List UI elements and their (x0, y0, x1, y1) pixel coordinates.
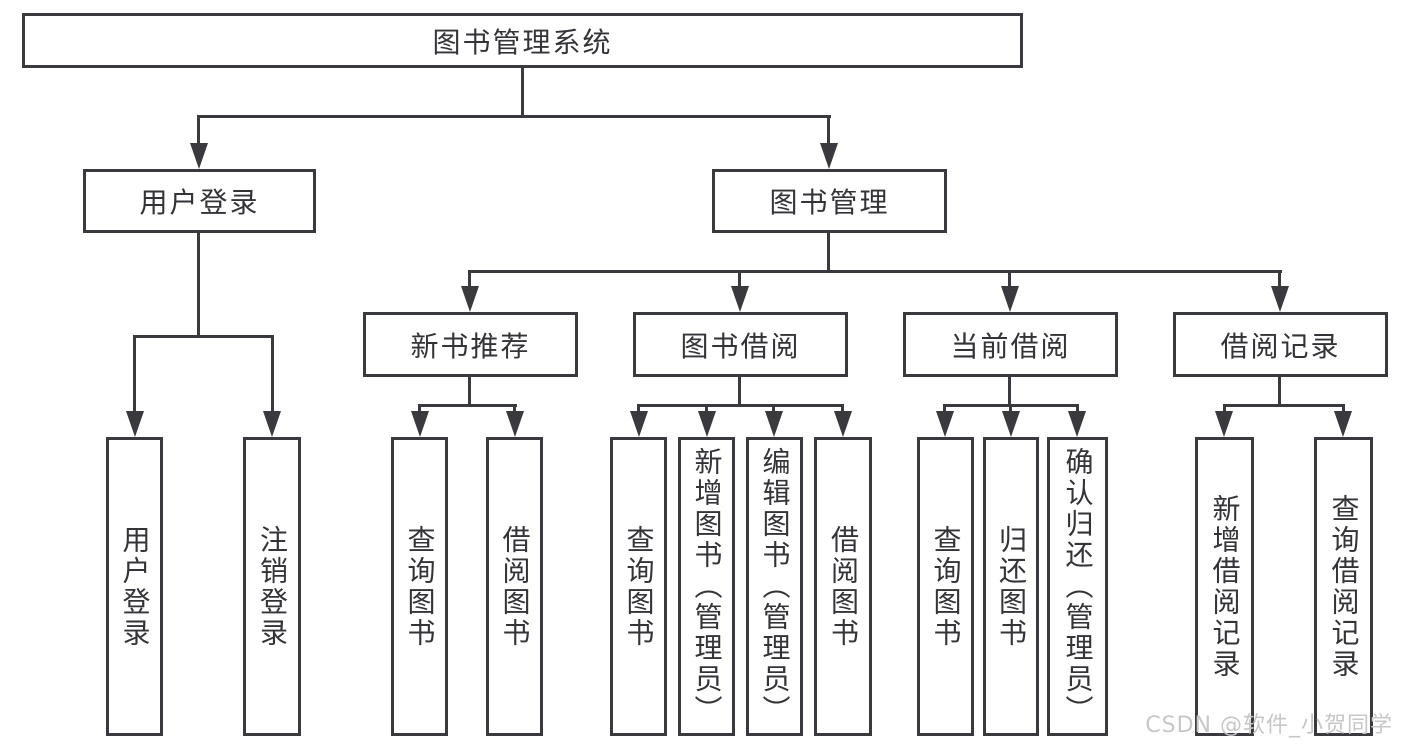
connector-line (841, 404, 844, 414)
node-borrow-book-2: 借阅图书 (814, 437, 872, 736)
connector-line (197, 115, 831, 118)
connector-line (637, 404, 844, 407)
node-edit-book-admin: 编辑图书（管理员） (746, 437, 803, 736)
node-add-book-admin: 新增图书（管理员） (678, 437, 735, 736)
node-label: 查询借阅记录 (1327, 493, 1361, 680)
node-root: 图书管理系统 (22, 13, 1023, 68)
arrowhead-down-icon (1068, 411, 1086, 437)
arrowhead-down-icon (1271, 286, 1289, 312)
arrowhead-down-icon (698, 411, 716, 437)
connector-line (521, 68, 524, 118)
connector-line (1278, 270, 1281, 290)
node-label: 新增图书（管理员） (690, 447, 724, 726)
node-confirm-return-admin: 确认归还（管理员） (1047, 437, 1108, 736)
node-label: 图书管理系统 (432, 25, 613, 59)
connector-line (772, 404, 775, 414)
arrowhead-down-icon (411, 411, 429, 437)
connector-line (133, 335, 136, 415)
connector-line (827, 115, 830, 147)
node-label: 查询图书 (929, 524, 963, 649)
arrowhead-down-icon (630, 411, 648, 437)
connector-line (637, 404, 640, 414)
node-logout: 注销登录 (243, 437, 301, 736)
connector-line (468, 270, 471, 290)
arrowhead-down-icon (936, 411, 954, 437)
node-borrow-records: 借阅记录 (1173, 312, 1388, 377)
node-label: 用户登录 (139, 186, 260, 219)
node-query-borrow-record: 查询借阅记录 (1314, 437, 1373, 736)
node-user-login: 用户登录 (106, 437, 163, 736)
connector-line (1076, 404, 1079, 414)
node-book-borrow: 图书借阅 (633, 312, 848, 377)
arrowhead-down-icon (731, 286, 749, 312)
arrowhead-down-icon (1002, 411, 1020, 437)
arrowhead-down-icon (126, 411, 144, 437)
arrowhead-down-icon (1334, 411, 1352, 437)
connector-line (197, 233, 200, 338)
node-current-borrow: 当前借阅 (903, 312, 1118, 377)
node-label: 借阅记录 (1220, 329, 1341, 363)
node-query-book-1: 查询图书 (391, 437, 448, 736)
connector-line (1223, 404, 1226, 414)
connector-line (1009, 404, 1012, 414)
node-label: 用户登录 (118, 524, 152, 649)
node-label: 借阅图书 (827, 524, 860, 649)
connector-line (943, 404, 946, 414)
connector-line (468, 377, 471, 407)
node-return-book: 归还图书 (983, 437, 1039, 736)
connector-line (1278, 377, 1281, 407)
node-query-book-2: 查询图书 (610, 437, 667, 736)
node-query-book-3: 查询图书 (917, 437, 974, 736)
node-borrow-book-1: 借阅图书 (486, 437, 543, 736)
node-label: 新增借阅记录 (1208, 493, 1242, 680)
node-new-book-recommend: 新书推荐 (363, 312, 578, 377)
connector-line (738, 270, 741, 290)
connector-line (1223, 404, 1345, 407)
node-label: 图书管理 (769, 186, 890, 219)
node-user-login-group: 用户登录 (83, 169, 316, 233)
node-add-borrow-record: 新增借阅记录 (1195, 437, 1254, 736)
node-label: 图书借阅 (680, 329, 801, 363)
node-label: 确认归还（管理员） (1061, 447, 1095, 726)
connector-line (418, 404, 517, 407)
arrowhead-down-icon (820, 143, 838, 169)
connector-line (1008, 270, 1011, 290)
arrowhead-down-icon (506, 411, 524, 437)
node-label: 查询图书 (403, 524, 437, 649)
connector-line (513, 404, 516, 414)
connector-line (418, 404, 421, 414)
arrowhead-down-icon (1001, 286, 1019, 312)
arrowhead-down-icon (765, 411, 783, 437)
connector-line (133, 335, 274, 338)
connector-line (827, 233, 830, 273)
node-label: 归还图书 (995, 524, 1028, 649)
connector-line (1342, 404, 1345, 414)
connector-line (468, 270, 1282, 273)
connector-line (1008, 377, 1011, 407)
arrowhead-down-icon (1215, 411, 1233, 437)
node-book-management: 图书管理 (712, 169, 947, 233)
arrowhead-down-icon (461, 286, 479, 312)
csdn-watermark: CSDN @软件_小贺同学 (1145, 713, 1393, 738)
node-label: 借阅图书 (498, 524, 532, 649)
node-label: 编辑图书（管理员） (758, 447, 792, 726)
node-label: 查询图书 (622, 524, 656, 649)
connector-line (197, 115, 200, 147)
arrowhead-down-icon (834, 411, 852, 437)
node-label: 注销登录 (256, 524, 289, 649)
node-label: 当前借阅 (950, 329, 1071, 363)
arrowhead-down-icon (190, 143, 208, 169)
arrowhead-down-icon (263, 411, 281, 437)
connector-line (738, 377, 741, 407)
connector-line (705, 404, 708, 414)
node-label: 新书推荐 (410, 329, 531, 363)
connector-line (271, 335, 274, 415)
